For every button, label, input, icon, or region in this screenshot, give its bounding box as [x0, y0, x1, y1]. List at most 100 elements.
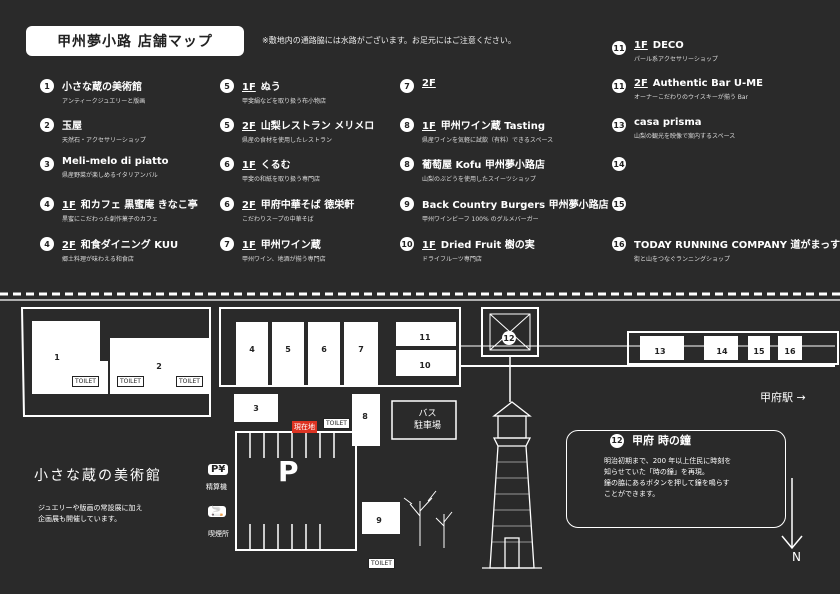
footpath-notice: ※敷地内の通路脇には水路がございます。お足元にはご注意ください。 [262, 36, 516, 45]
map-marker-1[interactable]: 1 [50, 349, 72, 364]
shop-title: 甲州ワイン蔵 Tasting [440, 121, 545, 132]
shop-floor: 1F [242, 160, 256, 171]
map-marker-7[interactable]: 7 [354, 341, 376, 356]
bell-info-box [566, 430, 786, 528]
shop-number: 6 [220, 157, 234, 171]
smoking-area-label: 喫煙所 [208, 530, 229, 538]
bell-description: 明治初期まで、200 年以上住民に時刻を知らせていた「時の鐘」を再現。 鐘の脇に… [604, 457, 732, 498]
shop-item[interactable]: 2 玉屋天然石・アクセサリーショップ [40, 117, 146, 144]
shop-number: 4 [40, 197, 54, 211]
pay-machine-icon: P¥ [208, 464, 229, 475]
shop-description: こだわりスープの中華そば [242, 216, 314, 223]
shop-number: 6 [220, 197, 234, 211]
shop-description: 甲州ワイン、地酒が揃う専門店 [242, 256, 326, 263]
bus-parking-area [391, 400, 457, 440]
shop-floor: 2F [422, 78, 436, 89]
map-marker-9[interactable]: 9 [372, 512, 394, 527]
shop-title: 甲府中華そば 徳栄軒 [260, 200, 355, 211]
map-marker-2[interactable]: 2 [152, 358, 174, 373]
map-marker-10[interactable]: 10 [418, 357, 440, 372]
map-marker-6[interactable]: 6 [317, 341, 339, 356]
map-marker-3[interactable]: 3 [249, 400, 271, 415]
toilet-icon: TOILET [72, 376, 99, 387]
shop-item[interactable]: 15 [612, 196, 634, 211]
shop-number: 8 [400, 118, 414, 132]
shop-title: 玉屋 [62, 121, 82, 132]
shop-title: 和カフェ 黒蜜庵 きなこ亭 [80, 200, 198, 211]
map-marker-4[interactable]: 4 [245, 341, 267, 356]
parking-p-icon: P [278, 455, 299, 488]
museum-logo: 小さな蔵の美術館 [34, 468, 162, 484]
block-west [20, 307, 211, 417]
page-title: 甲州夢小路 店舗マップ [26, 26, 244, 56]
shop-title: Back Country Burgers 甲州夢小路店 [422, 200, 609, 211]
pay-machine-label: 精算機 [206, 483, 227, 491]
shop-floor: 2F [242, 121, 256, 132]
map-marker-11[interactable]: 11 [418, 329, 440, 344]
shop-number: 7 [220, 237, 234, 251]
toilet-icon: TOILET [368, 558, 395, 569]
map-marker-13[interactable]: 13 [653, 343, 675, 358]
shop-number: 11 [612, 41, 626, 55]
shop-number: 9 [400, 197, 414, 211]
shop-title: ぬう [260, 82, 281, 93]
shop-description: 天然石・アクセサリーショップ [62, 137, 146, 144]
shop-title: TODAY RUNNING COMPANY 道がまっすぐ [634, 240, 840, 251]
shop-number: 10 [400, 237, 414, 251]
shop-floor: 1F [422, 121, 436, 132]
shop-description: 郷土料理が味わえる和食店 [62, 256, 134, 263]
shop-number: 5 [220, 79, 234, 93]
shop-name: casa prisma [634, 117, 735, 128]
shop-number: 3 [40, 157, 54, 171]
map-marker-8[interactable]: 8 [358, 408, 380, 423]
shop-description: ドライフルーツ専門店 [422, 256, 482, 263]
north-label: N [792, 550, 801, 564]
shop-title: 和食ダイニング KUU [80, 240, 179, 251]
shop-description: 街と山をつなぐランニングショップ [634, 256, 731, 263]
shop-description: 黒蜜にこだわった創作菓子のカフェ [62, 216, 158, 223]
map-marker-16[interactable]: 16 [783, 343, 805, 358]
shop-item[interactable]: 14 [612, 156, 634, 171]
shop-title: DECO [652, 40, 684, 51]
shop-description: 山梨の観光を映像で案内するスペース [634, 133, 736, 140]
accessible-toilet-icon: TOILET [117, 376, 144, 387]
parking-lot [235, 431, 357, 551]
station-direction: 甲府駅 → [760, 391, 806, 404]
shop-number: 2 [40, 118, 54, 132]
map-marker-5[interactable]: 5 [281, 341, 303, 356]
shop-name: 1F 甲州ワイン蔵 Tasting [422, 117, 553, 132]
map-marker-12[interactable]: 12 [502, 330, 524, 345]
block-east [627, 331, 839, 365]
shop-name: Back Country Burgers 甲州夢小路店 [422, 196, 609, 211]
shop-name: 葡萄屋 Kofu 甲州夢小路店 [422, 156, 545, 171]
map-marker-14[interactable]: 14 [715, 343, 737, 358]
toilet-icon: TOILET [323, 418, 350, 429]
shop-number: 15 [612, 197, 626, 211]
north-arrow [781, 478, 803, 550]
map-marker-15[interactable]: 15 [752, 343, 774, 358]
